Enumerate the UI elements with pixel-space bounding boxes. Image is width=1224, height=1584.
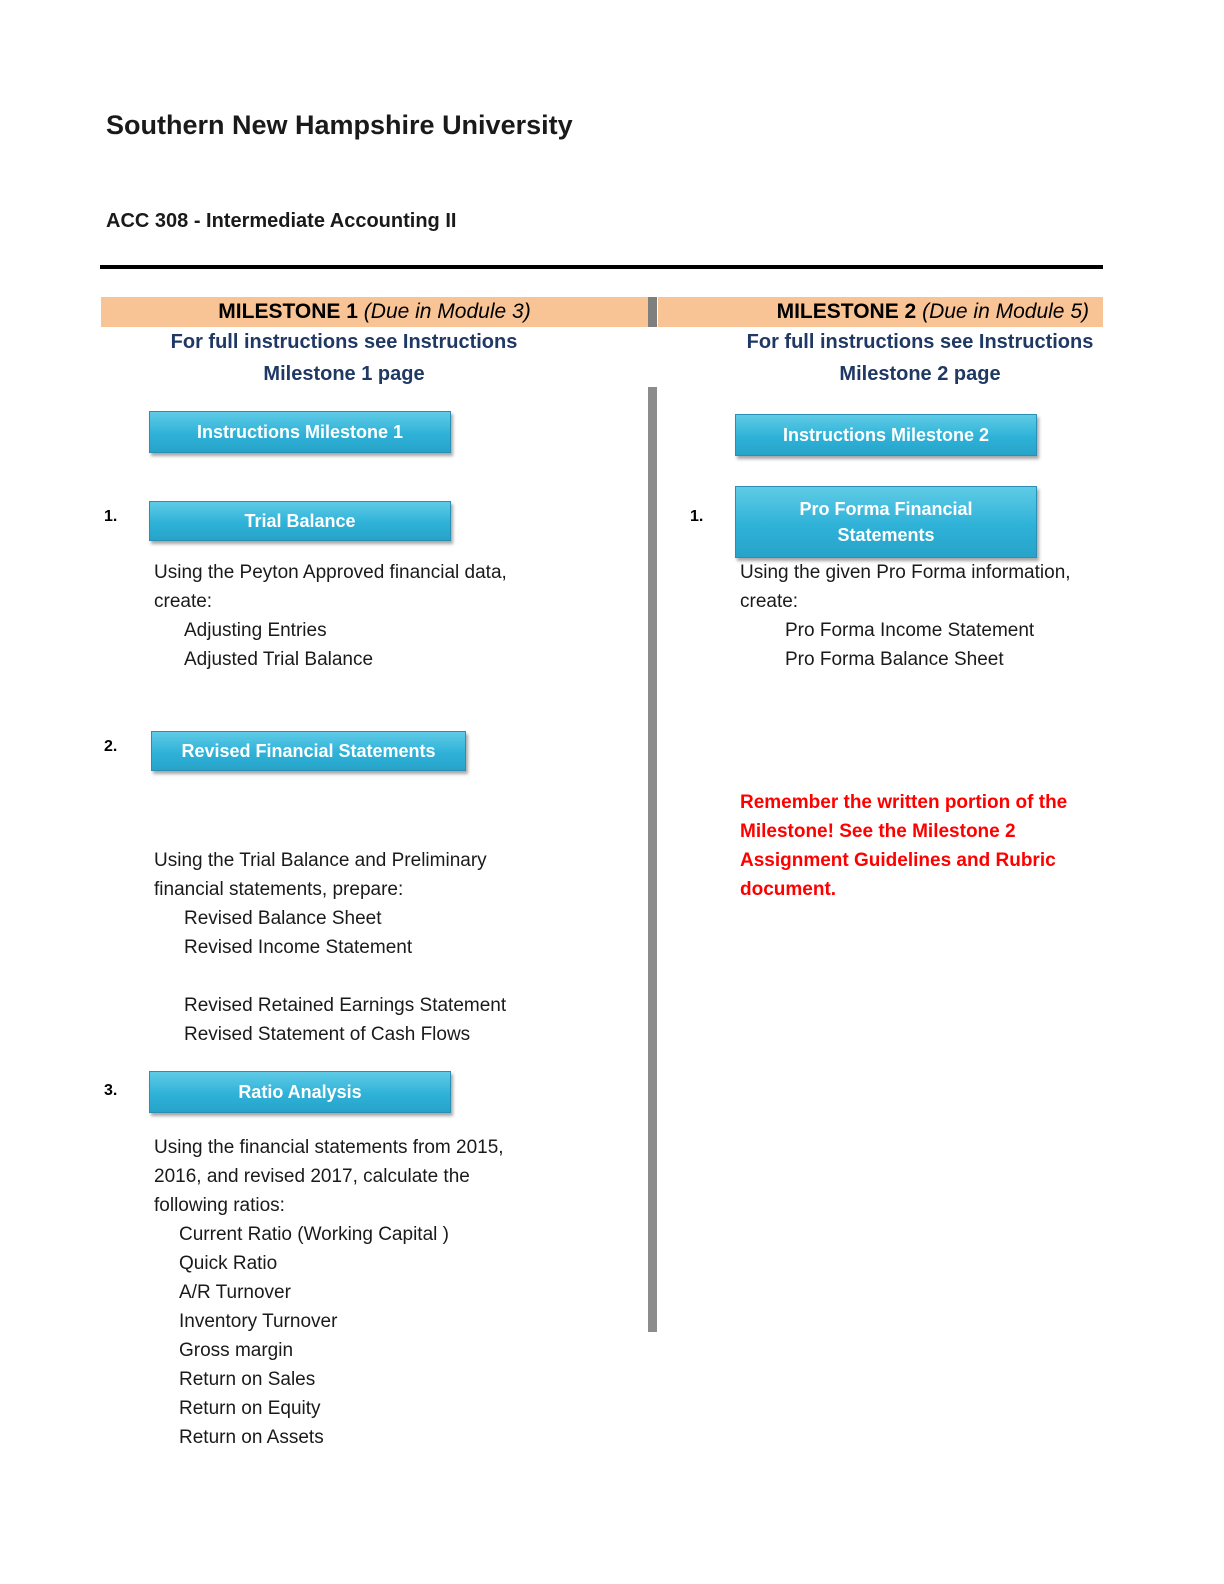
university-title: Southern New Hampshire University <box>106 110 573 140</box>
milestone-2-note: For full instructions see Instructions M… <box>726 326 1114 390</box>
item-number: 1. <box>104 508 118 525</box>
ratio-item: Return on Assets <box>179 1427 324 1448</box>
pro-forma-instructions: Using the given Pro Forma information, c… <box>740 558 1071 674</box>
reminder-line: Assignment Guidelines and Rubric <box>740 850 1056 871</box>
ratio-item: Return on Equity <box>179 1398 321 1419</box>
column-separator-top <box>648 297 657 327</box>
ratio-item: Return on Sales <box>179 1369 316 1390</box>
instructions-milestone-1-button[interactable]: Instructions Milestone 1 <box>149 411 451 453</box>
ratio-item: Current Ratio (Working Capital ) <box>179 1224 449 1245</box>
instruction-line: create: <box>154 591 213 612</box>
deliverable-item: Adjusted Trial Balance <box>184 649 374 670</box>
reminder-line: Remember the written portion of the <box>740 792 1068 813</box>
trial-balance-instructions: Using the Peyton Approved financial data… <box>154 558 507 674</box>
deliverable-item: Pro Forma Income Statement <box>785 620 1035 641</box>
milestone-1-note-line: Milestone 1 page <box>263 363 425 385</box>
instruction-line: create: <box>740 591 799 612</box>
milestone-1-due: (Due in Module 3) <box>363 300 531 323</box>
ratio-item: Inventory Turnover <box>179 1311 338 1332</box>
instruction-line: Using the given Pro Forma information, <box>740 562 1071 583</box>
milestone-2-note-line: Milestone 2 page <box>839 363 1001 385</box>
ratio-item: Gross margin <box>179 1340 294 1361</box>
milestone-2-due: (Due in Module 5) <box>922 300 1089 323</box>
instruction-line: following ratios: <box>154 1195 285 1216</box>
instruction-line: 2016, and revised 2017, calculate the <box>154 1166 470 1187</box>
instruction-line: Using the Trial Balance and Preliminary <box>154 850 487 871</box>
deliverable-item: Pro Forma Balance Sheet <box>785 649 1004 670</box>
written-portion-reminder: Remember the written portion of the Mile… <box>740 788 1067 904</box>
header-divider <box>100 265 1103 269</box>
button-label-line: Pro Forma Financial <box>799 499 973 519</box>
milestone-2-note-line: For full instructions see Instructions <box>746 331 1094 353</box>
reminder-line: Milestone! See the Milestone 2 <box>740 821 1016 842</box>
item-number: 3. <box>104 1082 118 1099</box>
deliverable-item: Revised Retained Earnings Statement <box>184 995 507 1016</box>
item-number: 2. <box>104 738 118 755</box>
trial-balance-button[interactable]: Trial Balance <box>149 501 451 541</box>
reminder-line: document. <box>740 879 837 900</box>
pro-forma-financial-statements-button[interactable]: Pro Forma Financial Statements <box>735 486 1037 558</box>
deliverable-item: Revised Statement of Cash Flows <box>184 1024 471 1045</box>
instruction-line: financial statements, prepare: <box>154 879 404 900</box>
ratio-item: A/R Turnover <box>179 1282 291 1303</box>
course-title: ACC 308 - Intermediate Accounting II <box>106 210 457 232</box>
ratio-analysis-instructions: Using the financial statements from 2015… <box>154 1133 504 1452</box>
deliverable-item: Revised Balance Sheet <box>184 908 382 929</box>
milestone-2-header: MILESTONE 2 (Due in Module 5) <box>658 297 1103 327</box>
item-number: 1. <box>690 508 704 525</box>
instruction-line: Using the Peyton Approved financial data… <box>154 562 507 583</box>
milestone-1-title: MILESTONE 1 <box>218 300 358 323</box>
milestone-1-note: For full instructions see Instructions M… <box>150 326 538 390</box>
button-label-line: Statements <box>837 525 935 545</box>
revised-financial-statements-button[interactable]: Revised Financial Statements <box>151 731 466 771</box>
deliverable-item: Adjusting Entries <box>184 620 327 641</box>
milestone-1-note-line: For full instructions see Instructions <box>170 331 518 353</box>
milestone-1-header: MILESTONE 1 (Due in Module 3) <box>101 297 648 327</box>
instructions-milestone-2-button[interactable]: Instructions Milestone 2 <box>735 414 1037 456</box>
ratio-analysis-button[interactable]: Ratio Analysis <box>149 1071 451 1113</box>
milestone-2-title: MILESTONE 2 <box>776 300 917 323</box>
revised-statements-instructions: Using the Trial Balance and Preliminary … <box>154 846 506 1049</box>
instruction-line: Using the financial statements from 2015… <box>154 1137 504 1158</box>
ratio-item: Quick Ratio <box>179 1253 278 1274</box>
deliverable-item: Revised Income Statement <box>184 937 413 958</box>
column-divider <box>648 387 657 1332</box>
